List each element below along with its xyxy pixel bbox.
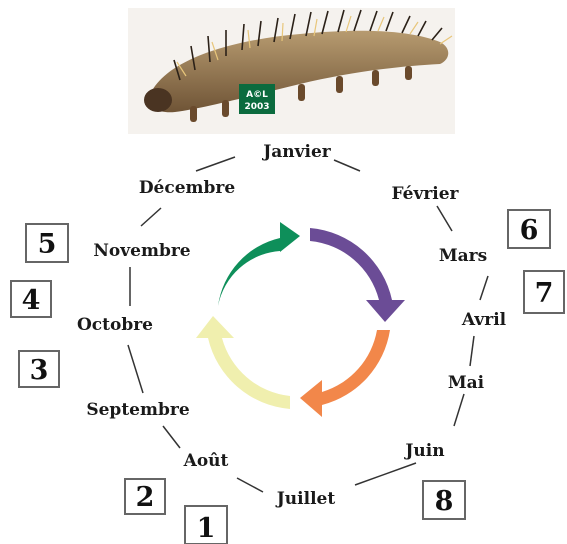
month-juin: Juin — [403, 441, 444, 461]
number-8: 8 — [435, 486, 454, 517]
number-box-8: 8 — [423, 481, 465, 519]
purple-arrow — [310, 228, 405, 322]
month-juillet: Juillet — [275, 489, 336, 509]
month-labels: Janvier Février Mars Avril Mai Juin Juil… — [77, 142, 507, 509]
month-janvier: Janvier — [261, 142, 332, 162]
copyright-badge: A©L 2003 — [239, 84, 275, 114]
number-box-5: 5 — [26, 224, 68, 262]
number-box-1: 1 — [185, 506, 227, 544]
month-novembre: Novembre — [93, 241, 190, 261]
month-decembre: Décembre — [139, 178, 236, 198]
number-5: 5 — [38, 229, 57, 260]
badge-line1: A©L — [246, 90, 268, 100]
number-4: 4 — [22, 285, 41, 316]
orange-arrow — [300, 330, 390, 417]
caterpillar-photo: A©L 2003 — [128, 8, 455, 134]
number-box-4: 4 — [11, 281, 51, 317]
number-box-2: 2 — [125, 479, 165, 514]
number-2: 2 — [136, 482, 155, 513]
month-mars: Mars — [439, 246, 487, 266]
cycle-arrows — [196, 222, 405, 417]
month-mai: Mai — [448, 373, 485, 393]
number-box-7: 7 — [524, 271, 564, 313]
badge-line2: 2003 — [244, 102, 269, 112]
month-avril: Avril — [461, 310, 507, 330]
number-1: 1 — [197, 513, 216, 544]
number-6: 6 — [520, 215, 539, 246]
yellow-arrow — [196, 316, 290, 409]
month-septembre: Septembre — [86, 400, 189, 420]
month-aout: Août — [183, 451, 229, 471]
month-octobre: Octobre — [77, 315, 153, 335]
number-box-3: 3 — [19, 351, 59, 387]
number-3: 3 — [30, 355, 49, 386]
caterpillar-head — [144, 88, 172, 112]
green-arrow — [205, 222, 300, 306]
month-fevrier: Février — [391, 184, 459, 204]
number-box-6: 6 — [508, 210, 550, 248]
number-7: 7 — [535, 278, 554, 309]
